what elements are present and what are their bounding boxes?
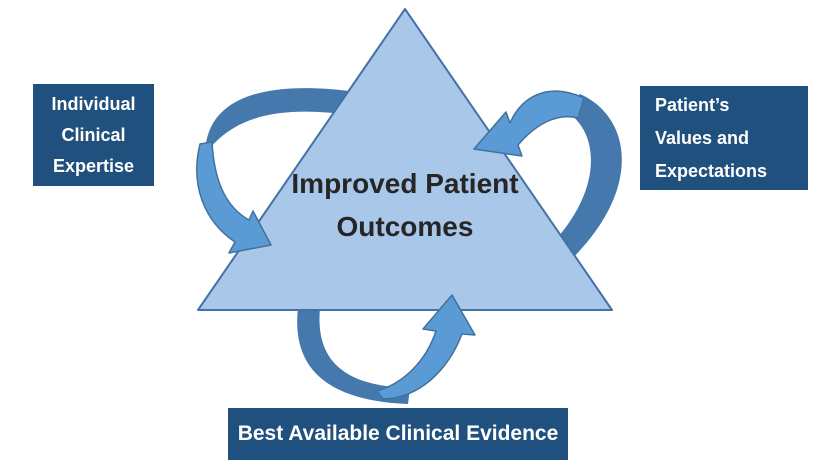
left-box-line2: Clinical <box>61 124 126 145</box>
right-box-line3: Expectations <box>655 160 768 181</box>
center-label-line1: Improved Patient <box>291 168 519 199</box>
bottom-box-line1: Best Available Clinical Evidence <box>237 422 559 445</box>
center-label: Improved Patient Outcomes <box>245 162 565 248</box>
right-box-line2: Values and <box>655 127 750 148</box>
left-box-line1: Individual <box>51 93 136 114</box>
left-loop-arrowhead <box>196 141 272 254</box>
patients-values-expectations-box: Patient’s Values and Expectations <box>640 86 808 190</box>
right-loop-arrow-back-band <box>544 94 622 270</box>
triangle <box>197 8 613 311</box>
right-box-line1: Patient’s <box>655 94 730 115</box>
right-loop-arrowhead <box>473 90 585 157</box>
left-loop-arrow-back-band <box>205 88 358 154</box>
bottom-loop-arrowhead <box>376 294 476 400</box>
best-available-clinical-evidence-box: Best Available Clinical Evidence <box>228 408 568 460</box>
left-box-line3: Expertise <box>52 155 135 176</box>
center-label-line2: Outcomes <box>336 211 474 242</box>
bottom-loop-arrow-back-band <box>297 294 410 404</box>
individual-clinical-expertise-box: Individual Clinical Expertise <box>33 84 154 186</box>
